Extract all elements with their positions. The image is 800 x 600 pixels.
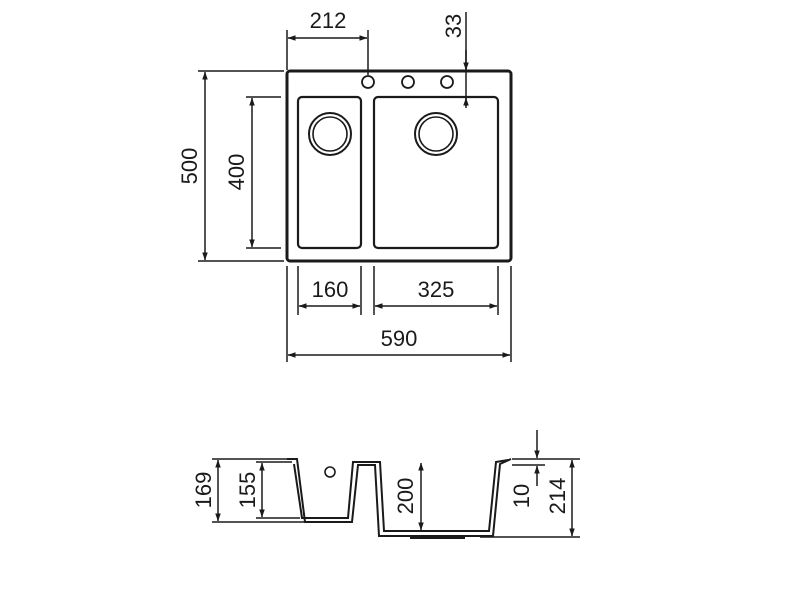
section-inner-profile [293,459,509,532]
section-dimensions: 169 155 200 10 214 [191,430,580,538]
tap-hole-1 [361,75,375,89]
dim-large-bowl-width: 325 [418,277,455,302]
dim-rim: 10 [509,484,534,508]
dim-large-depth: 200 [393,478,418,515]
dim-overall-width: 590 [381,326,418,351]
section-outer-profile [287,458,512,537]
dim-small-overall: 169 [191,472,216,509]
large-bowl [372,95,500,250]
section-view [287,458,512,539]
large-drain-icon [414,112,458,156]
tap-hole-3 [440,75,454,89]
dim-large-overall: 214 [545,478,570,515]
dim-edge-to-tap: 33 [441,14,466,38]
dim-small-bowl-width: 160 [312,277,349,302]
small-bowl [296,95,363,250]
tap-hole-2 [401,75,415,89]
overflow-hole-icon [324,466,336,478]
dim-overall-depth: 500 [177,148,202,185]
small-drain-icon [308,112,352,156]
plan-dimensions: 212 33 500 400 160 325 590 [177,8,512,362]
dim-tap-offset: 212 [310,8,347,33]
sink-outline [285,69,513,263]
dim-small-depth: 155 [235,472,260,509]
plan-view [285,69,513,263]
dim-bowl-depth: 400 [224,154,249,191]
